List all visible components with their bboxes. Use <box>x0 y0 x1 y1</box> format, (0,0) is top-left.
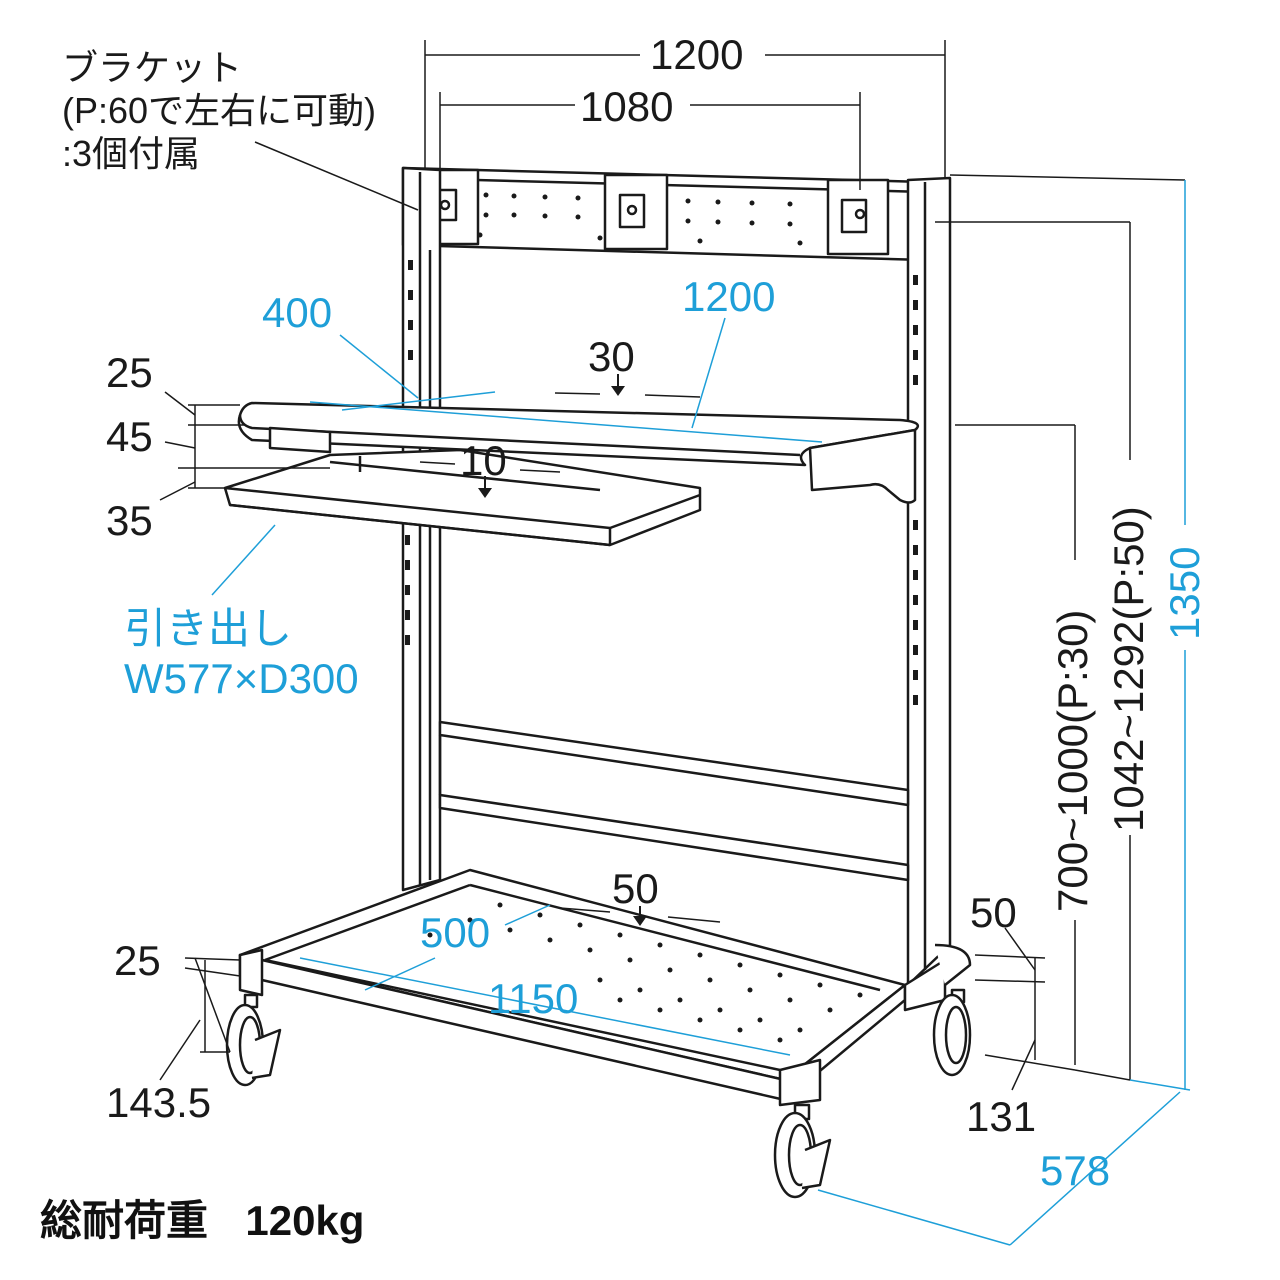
dim-left-25-top: 25 <box>106 349 153 396</box>
dimension-lines-cyan <box>211 180 1191 1246</box>
bracket-holes <box>477 192 803 246</box>
left-upright-slots <box>405 260 413 645</box>
bottom-shelf <box>238 868 972 1107</box>
dim-left-45: 45 <box>106 413 153 460</box>
dim-right-131: 131 <box>966 1093 1037 1140</box>
dim-desk-width: 1200 <box>682 273 776 320</box>
dim-overall-height: 1350 <box>1161 546 1208 640</box>
dim-left-25-bottom: 25 <box>114 937 161 984</box>
dim-overall-width: 1200 <box>650 31 744 78</box>
dim-right-50: 50 <box>970 889 1017 936</box>
dim-desk-height-range: 700~1000(P:30) <box>1049 609 1096 912</box>
dim-bottom-thickness: 50 <box>612 865 659 912</box>
caster-front <box>773 1103 832 1199</box>
drawer-note-line1: 引き出し <box>124 605 293 652</box>
dim-drawer-thickness: 10 <box>460 437 507 484</box>
bracket-note-line1: ブラケット <box>62 47 243 88</box>
dim-caster-height: 143.5 <box>106 1079 212 1126</box>
dim-desk-thickness: 30 <box>588 333 635 380</box>
load-capacity-label: 総耐荷重 <box>40 1197 209 1244</box>
bracket-note-line3: :3個付属 <box>62 133 201 175</box>
right-upright-slots <box>913 275 918 705</box>
dim-bracket-span: 1080 <box>580 83 674 130</box>
dim-overall-depth: 578 <box>1040 1147 1111 1194</box>
cross-braces <box>438 720 910 882</box>
load-capacity: 総耐荷重 120kg <box>40 1200 364 1242</box>
right-upright <box>906 176 952 987</box>
dim-bracket-height-range: 1042~1292(P:50) <box>1105 506 1152 832</box>
bracket-note-line2: (P:60で左右に可動) <box>62 90 377 132</box>
thickness-arrows <box>478 374 647 926</box>
caster-left-front <box>225 993 282 1087</box>
drawer-note-line2: W577×D300 <box>124 655 359 703</box>
dimension-lines-black <box>159 40 1186 1091</box>
bracket-note: ブラケット (P:60で左右に可動) :3個付属 <box>62 46 376 176</box>
dim-bottom-width: 1150 <box>488 975 579 1022</box>
load-capacity-value: 120kg <box>245 1197 365 1244</box>
caster-right-rear <box>932 988 972 1077</box>
drawer <box>223 448 702 547</box>
dim-bottom-depth: 500 <box>420 909 491 956</box>
left-upright <box>401 166 442 892</box>
dim-desk-depth: 400 <box>262 289 333 336</box>
desk-shelf <box>237 401 920 504</box>
bracket-bar <box>401 166 927 262</box>
drawer-note: 引き出し W577×D300 <box>124 604 359 705</box>
bottom-shelf-perforation <box>427 902 863 1043</box>
dim-left-35: 35 <box>106 497 153 544</box>
